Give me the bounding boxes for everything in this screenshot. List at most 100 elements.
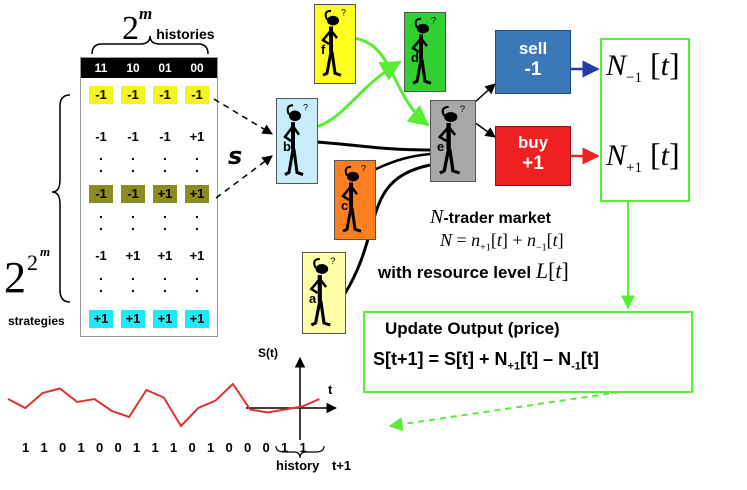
bit-value: 0	[114, 440, 122, 455]
table-ellipsis: .	[131, 205, 135, 221]
agent-b: ?b	[276, 98, 318, 184]
table-header-cell: 00	[190, 61, 204, 75]
table-ellipsis: .	[163, 147, 167, 163]
update-equation: S[t+1] = S[t] + N+1[t] – N-1[t]	[373, 349, 599, 373]
table-cell: -1	[121, 86, 145, 104]
bit-value: 0	[225, 440, 233, 455]
eq-lhs: N	[440, 230, 453, 250]
table-ellipsis: .	[99, 147, 103, 163]
table-ellipsis: .	[99, 267, 103, 283]
table-ellipsis: .	[195, 205, 199, 221]
bit-value: 0	[188, 440, 196, 455]
agent-label: a	[309, 291, 317, 307]
bit-value: 1	[207, 440, 215, 455]
table-cell: -1	[185, 86, 209, 104]
n-minus-arg: t	[660, 49, 669, 82]
arrow-e-to-sell	[473, 83, 496, 104]
table-cell: -1	[153, 86, 177, 104]
history-label: history	[276, 458, 320, 473]
thinking-figure-icon: ?	[283, 102, 308, 177]
agent-label: c	[341, 198, 349, 214]
agent-a: ?a	[302, 252, 346, 334]
n-plus-sub: +1	[626, 160, 642, 176]
svg-text:?: ?	[303, 102, 308, 112]
y-axis-label: S(t)	[258, 346, 278, 360]
sell-value: -1	[524, 59, 542, 80]
strategies-base: 2	[4, 253, 26, 302]
connector-a-to-e	[342, 163, 431, 296]
n-output-box	[600, 38, 690, 202]
table-header	[81, 58, 217, 78]
bit-value: 1	[40, 440, 48, 455]
table-ellipsis: .	[131, 279, 135, 295]
table-ellipsis: .	[195, 267, 199, 283]
bit-value: 1	[133, 440, 141, 455]
thinking-figure-icon: ?	[437, 104, 466, 175]
sell-box: sell -1	[495, 30, 571, 94]
svg-text:?: ?	[361, 164, 366, 174]
agent-label: f	[321, 42, 326, 58]
connector-b-to-e	[315, 140, 431, 152]
thinking-figure-icon: ?	[411, 16, 436, 85]
resource-arg: t	[555, 258, 562, 283]
bit-value: 0	[96, 440, 104, 455]
svg-text:?: ?	[460, 104, 466, 114]
bit-value: 1	[22, 440, 30, 455]
table-cell: -1	[127, 129, 139, 144]
table-ellipsis: .	[163, 205, 167, 221]
bit-value: 1	[151, 440, 159, 455]
agent-label: d	[411, 50, 419, 66]
svg-text:?: ?	[330, 256, 335, 266]
table-ellipsis: .	[163, 279, 167, 295]
table-ellipsis: .	[195, 217, 199, 233]
update-eq-sub1: +1	[507, 360, 521, 373]
market-equation: N = n+1[t] + n−1[t]	[440, 230, 564, 254]
table-cell: -1	[159, 129, 171, 144]
buy-value: +1	[522, 153, 544, 174]
bit-value: 1	[77, 440, 85, 455]
table-cell: -1	[95, 248, 107, 263]
svg-text:?: ?	[431, 16, 436, 26]
bit-value: 1	[299, 440, 307, 455]
n-minus-var: N	[606, 49, 627, 82]
arrow-feedback	[388, 391, 621, 432]
resource-text: with resource level	[378, 263, 532, 282]
dashed-arrow-lower	[215, 155, 273, 199]
green-curve-f-to-e	[353, 36, 430, 127]
table-ellipsis: .	[99, 205, 103, 221]
table-ellipsis: .	[131, 159, 135, 175]
bit-value: 1	[281, 440, 289, 455]
table-ellipsis: .	[99, 217, 103, 233]
eq-var1: n	[471, 230, 481, 250]
market-title-text: -trader market	[443, 210, 551, 227]
eq-sub2: −1	[535, 242, 547, 254]
dashed-arrow-upper	[213, 98, 273, 135]
histories-label: 2m histories	[122, 4, 215, 48]
bit-value: 0	[262, 440, 270, 455]
update-eq-b: [t] – N	[520, 349, 572, 369]
agent-label: e	[437, 139, 445, 155]
update-eq-sub2: -1	[571, 360, 581, 373]
table-cell: +1	[125, 248, 141, 263]
table-cell: -1	[89, 86, 113, 104]
table-cell: -1	[121, 185, 145, 203]
t1-label: t+1	[332, 458, 352, 473]
connector-c-to-e	[373, 152, 431, 172]
table-ellipsis: .	[131, 217, 135, 233]
n-plus-var: N	[606, 139, 627, 172]
table-cell: +1	[153, 185, 177, 203]
n-minus-sub: −1	[626, 70, 642, 86]
table-cell: -1	[95, 129, 107, 144]
market-title: N-trader market	[430, 206, 551, 229]
table-ellipsis: .	[131, 147, 135, 163]
eq-var2: n	[526, 230, 536, 250]
table-ellipsis: .	[131, 267, 135, 283]
green-curve-b-to-d	[315, 60, 402, 129]
table-cell: +1	[89, 310, 113, 328]
histories-exp: m	[139, 4, 153, 23]
table-cell: +1	[185, 185, 209, 203]
table-ellipsis: .	[195, 279, 199, 295]
n-minus-label: N−1 [t]	[606, 46, 680, 86]
